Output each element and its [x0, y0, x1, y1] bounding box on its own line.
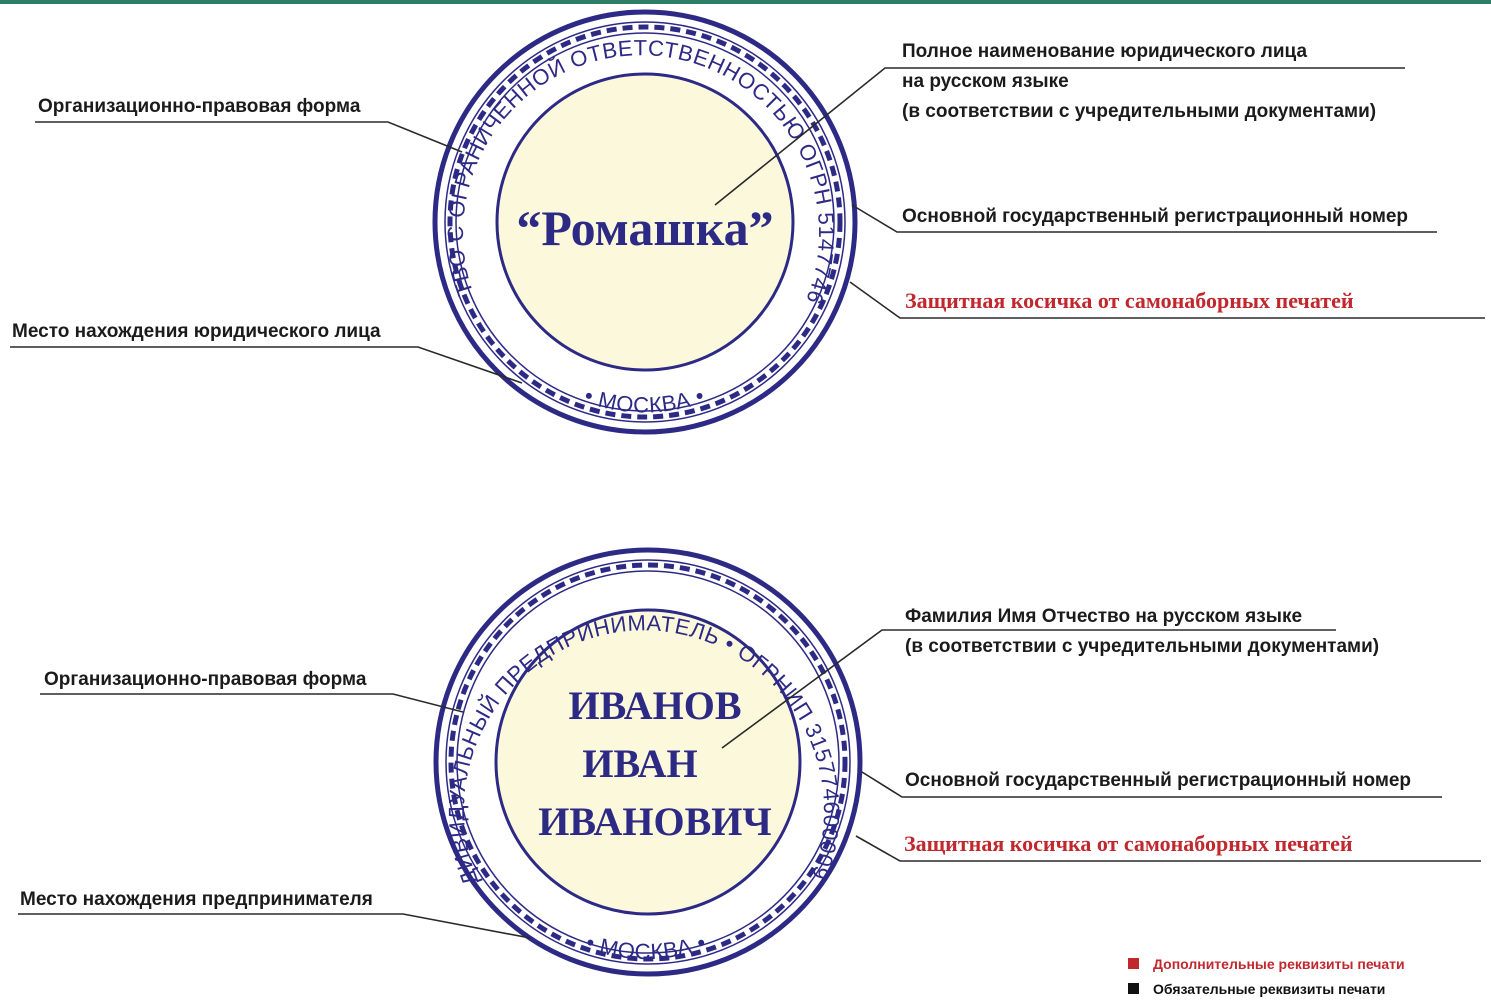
stamp-llc: ОБЩЕСТВО С ОГРАНИЧЕННОЙ ОТВЕТСТВЕННОСТЬЮ…: [0, 0, 858, 435]
stamp2-fio-label-1: Фамилия Имя Отчество на русском языке: [905, 606, 1302, 627]
stamp2-inner-circle: [494, 608, 802, 916]
stamp2-braid-label: Защитная косичка от самонаборных печатей: [904, 831, 1353, 856]
stamp2-braid: [448, 562, 848, 962]
legend: Дополнительные реквизиты печати Обязател…: [1128, 956, 1405, 997]
stamp1-braid-leader: [849, 281, 1485, 319]
stamp1-braid-inner-line: [455, 32, 835, 412]
top-accent-bar: [0, 0, 1491, 4]
stamp2-braid-inner-line: [456, 570, 840, 954]
stamp2-ring-line: [445, 559, 851, 965]
stamp2-first-name: ИВАН: [582, 741, 697, 786]
stamp2-fio-leader: [721, 629, 1336, 749]
stamp2-location-label: Место нахождения предпринимателя: [20, 889, 373, 910]
stamp2-org-form-leader: [40, 693, 464, 713]
stamp2-location-leader: [18, 913, 531, 939]
stamp1-ring-line: [444, 21, 846, 423]
stamp2-surname: ИВАНОВ: [568, 683, 741, 728]
stamp1-ogrn-leader: [851, 204, 1437, 233]
stamp1-braid-label: Защитная косичка от самонаборных печатей: [905, 288, 1354, 313]
stamp2-labels: Организационно-правовая форма Фамилия Им…: [18, 606, 1481, 939]
stamp1-company-name: “Ромашка”: [516, 200, 773, 256]
legend-mandatory-swatch: [1128, 983, 1139, 994]
stamp2-ogrn-label: Основной государственный регистрационный…: [905, 770, 1411, 791]
legend-mandatory-label: Обязательные реквизиты печати: [1153, 981, 1385, 997]
stamp1-braid: [447, 24, 843, 420]
stamp2-ogrn-leader: [861, 771, 1442, 798]
stamp2-braid-leader: [855, 835, 1481, 862]
stamp1-org-form-label: Организационно-правовая форма: [38, 96, 361, 117]
stamp1-ogrn-label: Основной государственный регистрационный…: [902, 206, 1408, 227]
stamp1-full-name-label-2: на русском языке: [902, 71, 1069, 92]
stamp1-org-form-leader: [35, 121, 463, 153]
stamp1-inner-circle: [495, 72, 795, 372]
legend-additional-label: Дополнительные реквизиты печати: [1153, 956, 1405, 972]
stamp1-labels: Организационно-правовая форма Полное наи…: [10, 41, 1485, 384]
stamp1-location-label: Место нахождения юридического лица: [12, 321, 381, 342]
stamp2-org-form-label: Организационно-правовая форма: [44, 669, 367, 690]
stamp1-full-name-leader: [714, 67, 1405, 206]
stamp2-fio-label-2: (в соответствии с учредительными докумен…: [905, 636, 1379, 657]
stamp2-patronymic: ИВАНОВИЧ: [538, 799, 772, 844]
stamp1-full-name-label-3: (в соответствии с учредительными докумен…: [902, 101, 1376, 122]
stamp1-full-name-label-1: Полное наименование юридического лица: [902, 41, 1307, 62]
stamp1-location-leader: [10, 346, 523, 384]
legend-additional-swatch: [1128, 958, 1139, 969]
